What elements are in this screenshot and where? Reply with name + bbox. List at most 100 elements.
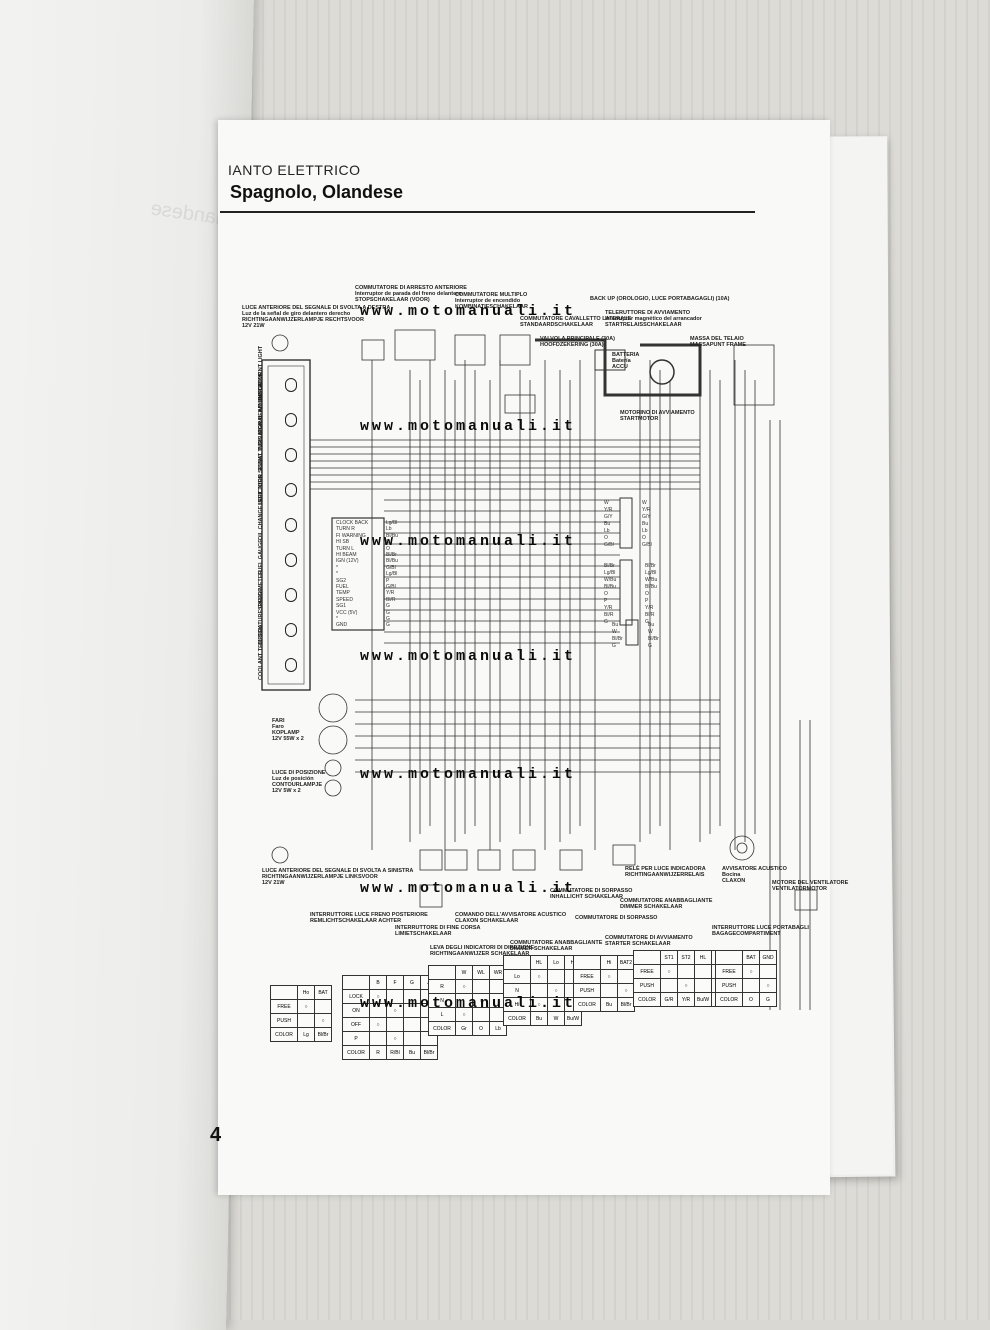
table-cell: ○ xyxy=(386,1031,404,1046)
connector-pin-label: TURN L xyxy=(336,545,355,552)
table-cell: G/R xyxy=(660,992,678,1007)
label-text: COMMUTATORE ANABBAGLIANTE xyxy=(620,898,713,904)
label-text: COMMUTATORE DI AVVIAMENTO xyxy=(605,935,693,941)
table-cell: R/Bl xyxy=(386,1045,404,1060)
table-row-header: COLOR xyxy=(503,1011,531,1026)
label-text: Interruptor de encendido xyxy=(455,298,521,304)
table-cell: Bu/W xyxy=(564,1011,582,1026)
connector-pin-label: FUEL xyxy=(336,584,349,590)
wire-color-label: Bu xyxy=(642,521,649,527)
wire-color-label: W xyxy=(612,629,617,635)
table-row-header: PUSH xyxy=(633,978,661,993)
table-cell: ○ xyxy=(455,979,473,994)
watermark: www.motomanuali.it xyxy=(360,418,577,435)
label-text: INTERRUTTORE LUCE FRENO POSTERIORE xyxy=(310,912,428,918)
table-row-header: COLOR xyxy=(428,1021,456,1036)
wire-color-label: Bu xyxy=(648,622,655,628)
meter-bulb-icon xyxy=(285,623,297,637)
watermark: www.motomanuali.it xyxy=(360,995,577,1012)
table-cell: Bu xyxy=(600,997,618,1012)
label-text: COMMUTATORE ANABBAGLIANTE xyxy=(510,940,603,946)
table-corner xyxy=(428,965,456,980)
wire-color-label: O xyxy=(386,539,390,546)
label-text: INTERRUTTORE DI FINE CORSA xyxy=(395,925,481,931)
meter-item-label: COOLANT TEMPERATURE GAUGE xyxy=(258,588,264,680)
wire-color-label: O xyxy=(642,535,646,541)
label-turn-relay: RELÈ PER LUCE INDICADORA RICHTINGAANWIJZ… xyxy=(625,866,706,878)
label-text: TELERUTTORE DI AVVIAMENTO xyxy=(605,310,691,316)
table-corner xyxy=(270,985,298,1000)
label-clutch: INTERRUTTORE DI FINE CORSA LIMIETSCHAKEL… xyxy=(395,925,480,937)
label-text: CLAXON SCHAKELAAR xyxy=(455,918,519,924)
wire-color-label: Bl/R xyxy=(386,596,396,603)
wire-color-label: G xyxy=(386,622,390,629)
label-text: COMMUTATORE DI ARRESTO ANTERIORE xyxy=(355,285,467,291)
label-position-lamp: LUCE DI POSIZIONE Luz de posición CONTOU… xyxy=(272,770,325,794)
table-row-header: FREE xyxy=(715,964,743,979)
label-text: Bocina xyxy=(722,872,741,878)
table-corner xyxy=(715,950,743,965)
wire-color-label: Y/R xyxy=(642,507,651,513)
table-cell xyxy=(742,978,760,993)
wire-color-label: P xyxy=(604,598,608,604)
label-starter-motor: MOTORINO DI AVVIAMENTO STARTMOTOR xyxy=(620,410,695,422)
meter-bulb-icon xyxy=(285,553,297,567)
table-cell xyxy=(759,964,777,979)
table-row-header: COLOR xyxy=(270,1027,298,1042)
wire-color-label: Y/R xyxy=(604,507,613,513)
table-cell: ○ xyxy=(297,999,315,1014)
label-text: RICHTINGAANWIJZERLAMPJE LINKSVOOR xyxy=(262,874,378,880)
label-text: RICHTINGAANWIJZERLAMPJE RECHTSVOOR xyxy=(242,317,364,323)
wire-color-label: Bl/Br xyxy=(604,563,615,569)
label-text: Interruptor de parada del freno delanter… xyxy=(355,291,462,297)
wire-color-label: W/Bu xyxy=(645,577,658,583)
table-row-header: FREE xyxy=(270,999,298,1014)
label-rear-brake: INTERRUTTORE LUCE FRENO POSTERIORE REMLI… xyxy=(310,912,428,924)
table-cell: ○ xyxy=(677,978,695,993)
label-text: FARI xyxy=(272,718,285,724)
table-cell: Bu xyxy=(403,1045,421,1060)
wire-color-label: G xyxy=(386,603,390,610)
table-row-header: COLOR xyxy=(342,1045,370,1060)
label-text: STANDAARDSCHAKELAAR xyxy=(520,322,593,328)
label-luggage: INTERRUTTORE LUCE PORTABAGLI BAGAGECOMPA… xyxy=(712,925,809,937)
wire-color-label: G xyxy=(645,619,649,625)
table-cell: ○ xyxy=(314,1013,332,1028)
table-cell xyxy=(297,1013,315,1028)
table-cell: Bu/W xyxy=(694,992,712,1007)
wire-color-label: O xyxy=(604,591,608,597)
table-cell xyxy=(472,979,490,994)
table-col-header: WL xyxy=(472,965,490,980)
wire-color-label: O xyxy=(604,535,608,541)
label-text: STARTER SCHAKELAAR xyxy=(605,941,671,947)
table-cell xyxy=(694,964,712,979)
label-stop-switch: COMMUTATORE DI ARRESTO ANTERIORE Interru… xyxy=(355,285,467,303)
label-text: COMMUTATORE CAVALLETTO LATERALE xyxy=(520,316,632,322)
table-cell xyxy=(660,978,678,993)
table-cell: R xyxy=(369,1045,387,1060)
wire-color-label: Y/R xyxy=(386,590,395,597)
table-cell: Lg xyxy=(297,1027,315,1042)
label-side-stand: COMMUTATORE CAVALLETTO LATERALE STANDAAR… xyxy=(520,316,631,328)
wire-color-label: Bu xyxy=(604,521,611,527)
table-corner xyxy=(573,955,601,970)
table-row-header: COLOR xyxy=(573,997,601,1012)
meter-bulb-icon xyxy=(285,413,297,427)
label-text: RELÈ PER LUCE INDICADORA xyxy=(625,866,706,872)
wire-color-label: W/Bu xyxy=(604,577,617,583)
table-row-header: P xyxy=(342,1031,370,1046)
label-horn: AVVISATORE ACUSTICO Bocina CLAXON xyxy=(722,866,787,884)
wire-color-label: P xyxy=(386,577,390,584)
label-backup: BACK UP (OROLOGIO, LUCE PORTABAGAGLI) (1… xyxy=(590,296,730,302)
wire-color-label: P xyxy=(645,598,649,604)
table-cell: Bu xyxy=(530,1011,548,1026)
label-text: MASSA DEL TELAIO xyxy=(690,336,744,342)
table-col-header: Hi xyxy=(600,955,618,970)
wire-color-label: Bl/Br xyxy=(386,552,397,558)
connector-pin-label: GND xyxy=(336,622,348,629)
table-row-header: PUSH xyxy=(573,983,601,998)
table-row-header: Lo xyxy=(503,969,531,984)
